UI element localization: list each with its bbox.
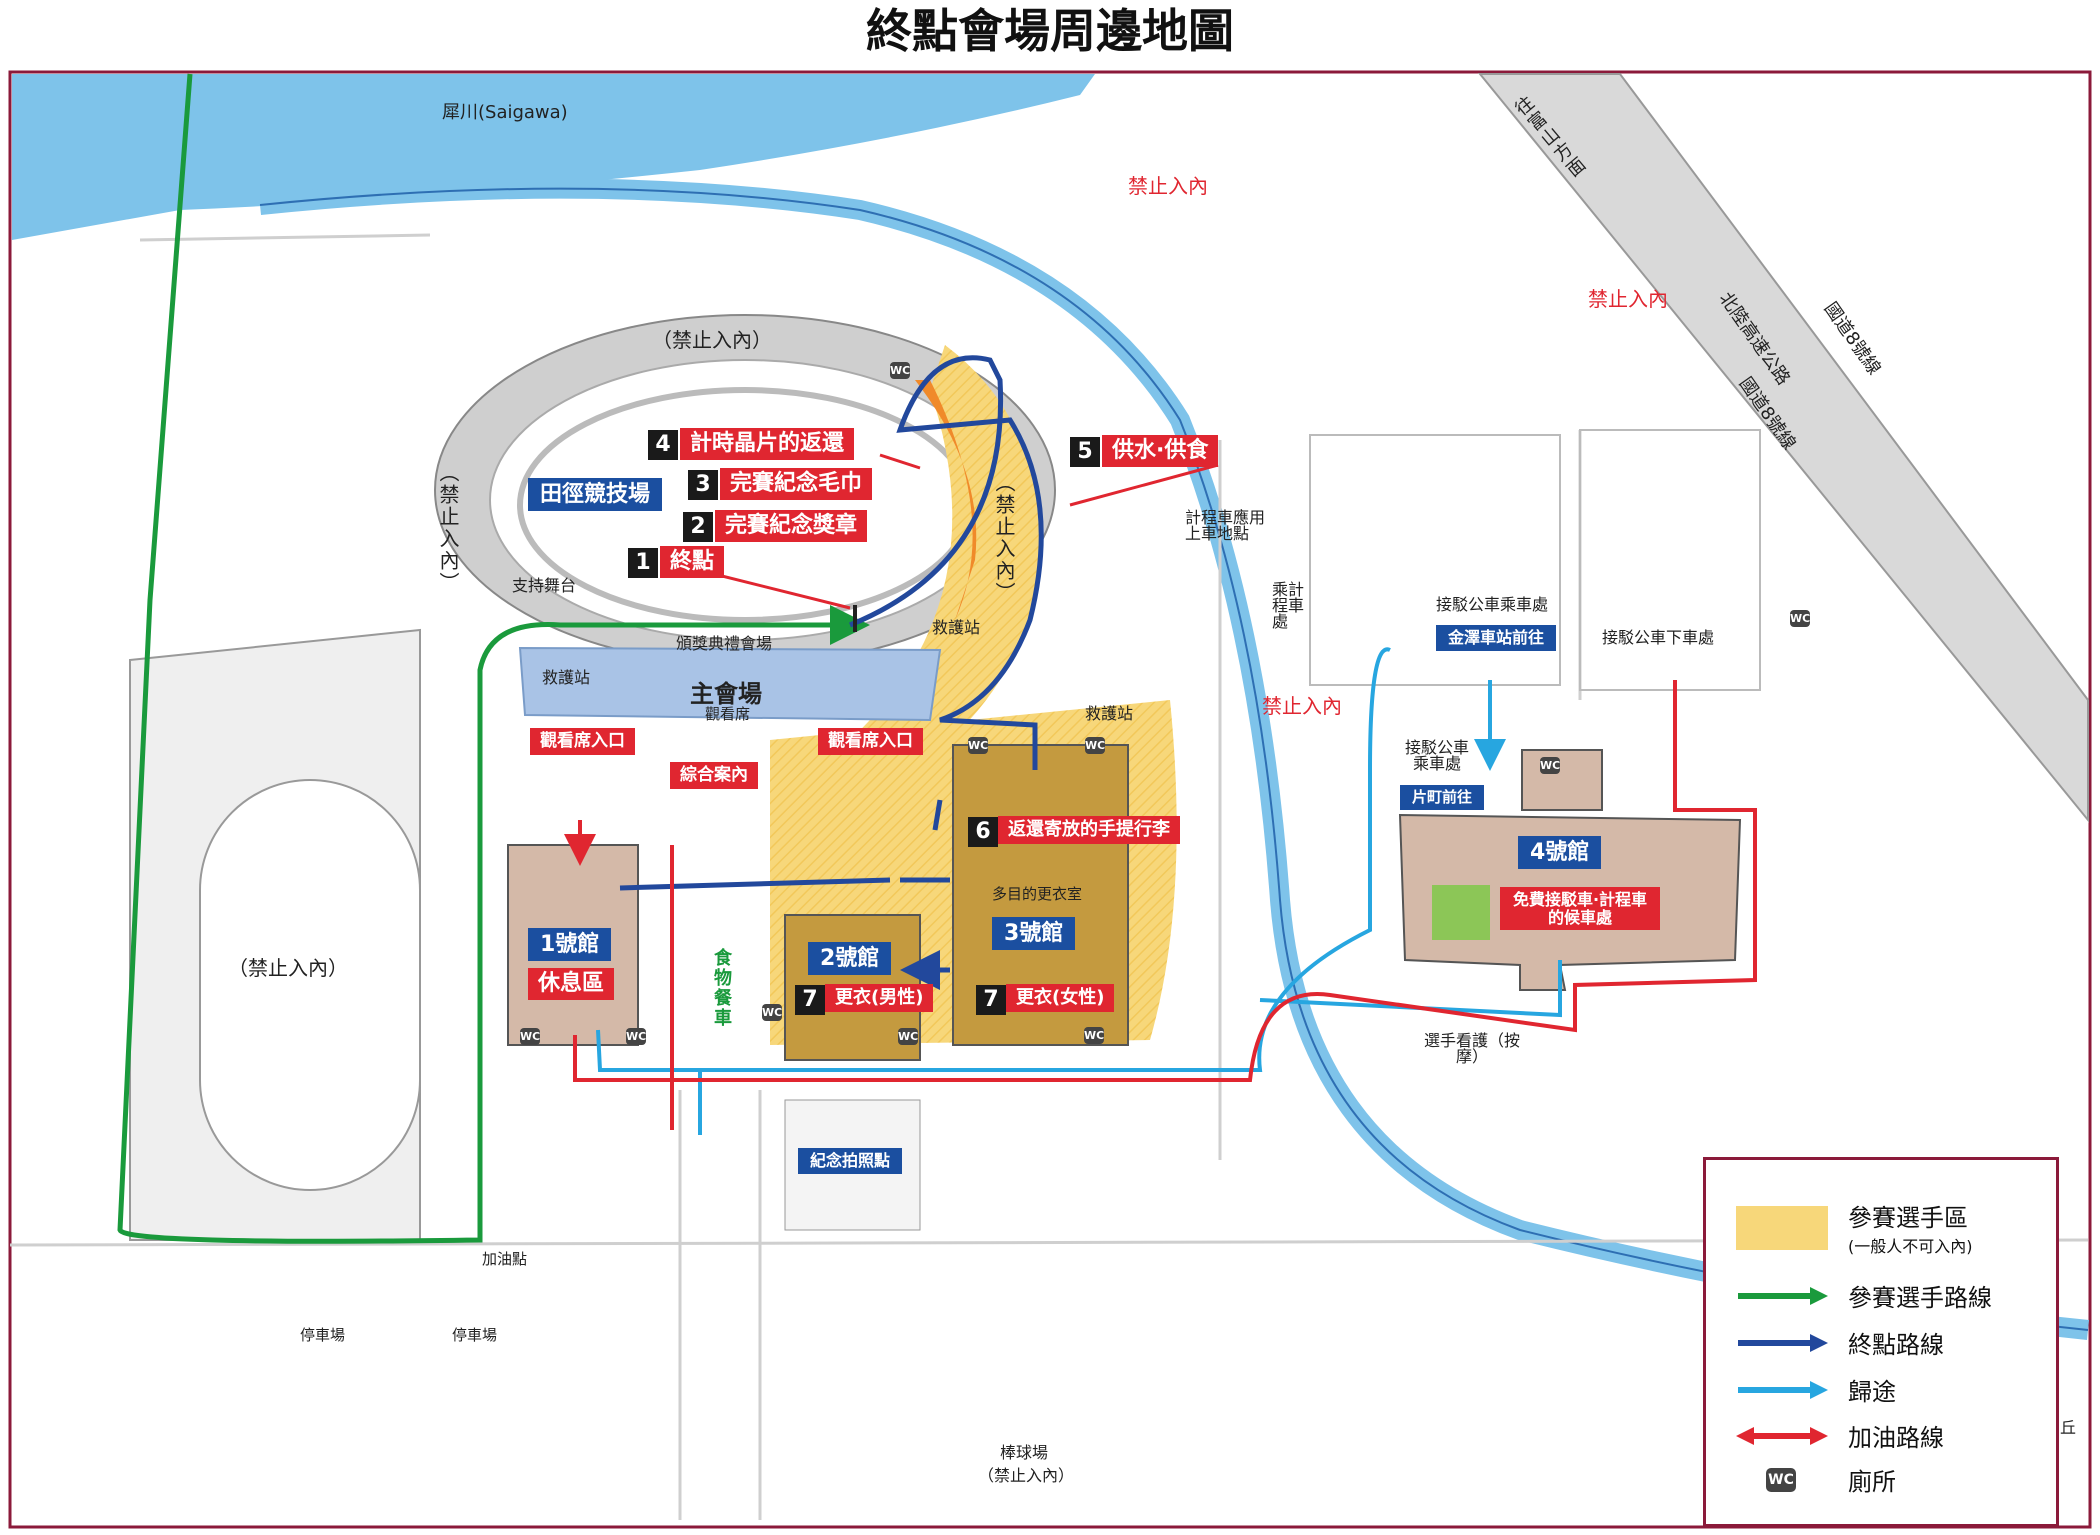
- legend-cheer-route-label: 加油路線: [1848, 1424, 1944, 1452]
- legend-toilet: WC 廁所: [1736, 1462, 1896, 1497]
- step-7-female-num: 7: [976, 985, 1006, 1015]
- stadium-top-restricted: （禁止入內）: [652, 328, 772, 352]
- hall-3-label: 3號館: [992, 917, 1076, 951]
- parking-label-2: 停車場: [452, 1326, 498, 1344]
- legend-toilet-label: 廁所: [1848, 1468, 1896, 1496]
- toilet-icon: WC: [898, 1028, 919, 1045]
- no-entry-label-3: 禁止入內: [1262, 694, 1342, 718]
- legend-runner-area-label: 參賽選手區: [1848, 1204, 1968, 1232]
- hill-label: 丘: [2060, 1418, 2077, 1437]
- left-field-restricted: （禁止入內）: [228, 956, 348, 980]
- katamachi-label: 片町前往: [1400, 785, 1485, 811]
- taxi-stand-label: 計程車應用上車地點: [1185, 508, 1266, 543]
- main-venue-label: 主會場: [690, 680, 762, 708]
- toilet-icon: WC: [1084, 1027, 1105, 1044]
- info-center-label[interactable]: 綜合案內: [670, 762, 758, 789]
- cheer-route-swatch: [1736, 1426, 1828, 1445]
- cheer-point-label: 加油點: [482, 1250, 528, 1268]
- step-7-male-num: 7: [795, 985, 825, 1015]
- legend-finish-route-label: 終點路線: [1848, 1331, 1944, 1359]
- kanazawa-station-label: 金澤車站前往: [1436, 625, 1557, 652]
- no-entry-label-1: 禁止入內: [1128, 174, 1208, 198]
- step-7-male-label: 更衣(男性): [825, 984, 934, 1012]
- toilet-icon: WC: [626, 1028, 647, 1045]
- parking-label-1: 停車場: [300, 1326, 346, 1344]
- baseball-label: 棒球場: [1000, 1443, 1049, 1462]
- taxi-stop-label: 乘計程車處: [1272, 580, 1305, 631]
- spectator-seats-label: 觀看席: [705, 705, 751, 723]
- free-shuttle-label: 免費接駁車·計程車的候車處: [1500, 887, 1660, 931]
- step-1-label: 終點: [660, 546, 725, 579]
- hall-4-label: 4號館: [1518, 836, 1602, 870]
- legend-runner-area: 參賽選手區 (一般人不可入內): [1736, 1198, 1973, 1257]
- runner-route-swatch: [1738, 1286, 1828, 1305]
- rest-area-label: 休息區: [528, 968, 615, 1001]
- stadium-left-restricted: （禁止入內）: [436, 462, 460, 594]
- spectator-entrance-2[interactable]: 觀看席入口: [818, 728, 923, 755]
- baseball-restricted-label: （禁止入內）: [978, 1466, 1075, 1485]
- step-3-num: 3: [688, 470, 718, 500]
- legend-runner-area-note: (一般人不可入內): [1848, 1237, 1973, 1256]
- no-entry-label-2: 禁止入內: [1588, 287, 1668, 311]
- legend-return-route-label: 歸途: [1848, 1378, 1896, 1406]
- main-stand: [518, 646, 942, 722]
- runner-care-label: 選手看護（按摩）: [1423, 1031, 1520, 1066]
- map-title: 終點會場周邊地圖: [866, 4, 1234, 58]
- first-aid-label-3: 救護站: [1085, 704, 1134, 723]
- runner-area-swatch: [1736, 1205, 1828, 1250]
- expressway: [1477, 73, 2089, 823]
- athletics-field-label: 田徑競技場: [528, 478, 663, 512]
- step-6-num: 6: [968, 817, 998, 847]
- food-trucks-label: 食物餐車: [711, 948, 732, 1028]
- shuttle-alight-label: 接駁公車下車處: [1602, 628, 1715, 647]
- legend-cheer-route: 加油路線: [1736, 1418, 1944, 1453]
- legend-return-route: 歸途: [1736, 1372, 1896, 1407]
- cheer-route-line: [575, 680, 1757, 1130]
- step-2-label: 完賽紀念獎章: [715, 510, 868, 543]
- spectator-entrance-1[interactable]: 觀看席入口: [530, 728, 635, 755]
- support-stage-label: 支持舞台: [512, 576, 577, 595]
- hall-2-label: 2號館: [808, 942, 892, 976]
- runner-area-stadium: [850, 345, 1041, 740]
- finish-route-line: [619, 355, 1044, 970]
- first-aid-label-1: 救護站: [932, 618, 981, 637]
- toilet-icon: WC: [968, 737, 989, 754]
- toilet-icon: WC: [1085, 737, 1106, 754]
- toilet-icon: WC: [890, 362, 911, 379]
- finish-route-swatch: [1738, 1333, 1828, 1352]
- multipurpose-room-label: 多目的更衣室: [992, 885, 1083, 903]
- step-1-num: 1: [628, 548, 658, 578]
- step-5-label: 供水·供食: [1102, 435, 1219, 468]
- first-aid-label-2: 救護站: [542, 668, 591, 687]
- step-7-female-label: 更衣(女性): [1006, 984, 1115, 1012]
- step-3-label: 完賽紀念毛巾: [720, 468, 873, 501]
- step-4-num: 4: [648, 430, 678, 460]
- river-label: 犀川(Saigawa): [442, 102, 568, 123]
- shuttle-board-label: 接駁公車乘車處: [1436, 595, 1549, 614]
- toilet-icon: WC: [1790, 610, 1811, 627]
- toilet-icon: WC: [1540, 757, 1561, 774]
- runner-route-line: [117, 73, 870, 1244]
- return-route-line: [596, 647, 1562, 1135]
- award-venue-label: 頒獎典禮會場: [676, 634, 773, 653]
- legend-runner-route: 參賽選手路線: [1736, 1278, 1992, 1313]
- legend: 參賽選手區 (一般人不可入內) 參賽選手路線 終點路線 歸途 加油路線 WC 廁…: [1703, 1157, 2059, 1527]
- step-5-num: 5: [1070, 437, 1100, 467]
- step-6-label: 返還寄放的手提行李: [998, 816, 1180, 844]
- legend-runner-route-label: 參賽選手路線: [1848, 1284, 1992, 1312]
- shuttle-board-label-2: 接駁公車乘車處: [1404, 738, 1469, 773]
- return-route-swatch: [1738, 1380, 1828, 1399]
- toilet-icon: WC: [762, 1004, 783, 1021]
- photo-spot-label: 紀念拍照點: [798, 1148, 903, 1175]
- toilet-swatch: WC: [1736, 1467, 1828, 1492]
- toilet-icon: WC: [520, 1028, 541, 1045]
- toilet-icon: WC: [1766, 1467, 1796, 1492]
- hall-1-label: 1號館: [528, 928, 612, 962]
- step-2-num: 2: [683, 512, 713, 542]
- step-4-label: 計時晶片的返還: [680, 428, 855, 461]
- legend-finish-route: 終點路線: [1736, 1325, 1944, 1360]
- stadium-right-restricted: （禁止入內）: [992, 472, 1016, 604]
